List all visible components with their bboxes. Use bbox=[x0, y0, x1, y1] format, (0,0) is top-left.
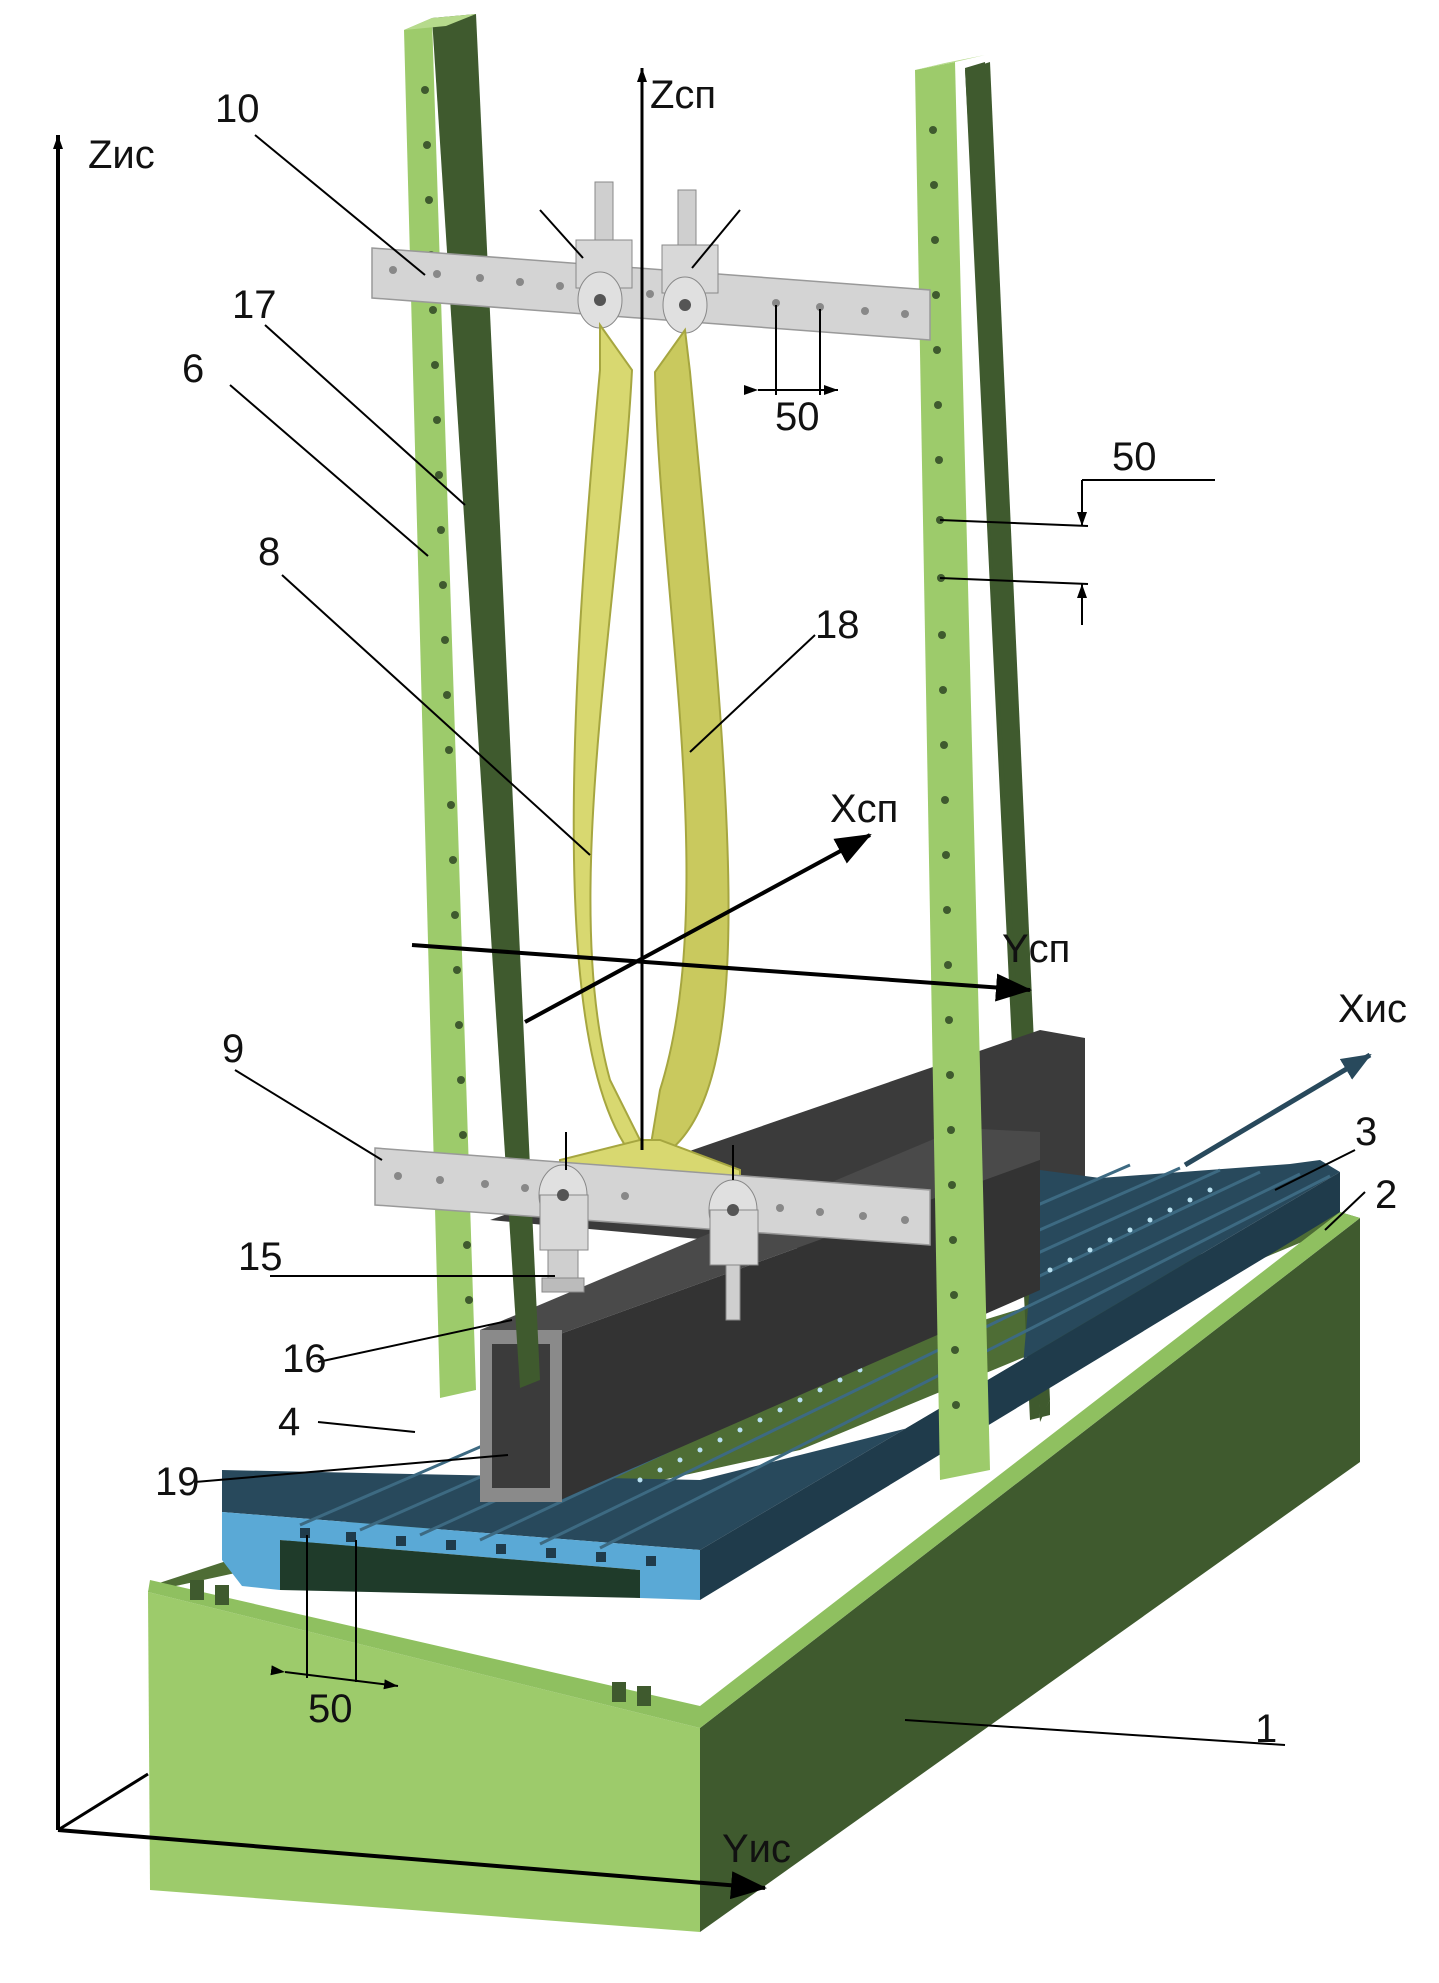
flat-spring bbox=[559, 321, 741, 1202]
base-slot bbox=[215, 1585, 229, 1605]
x-sp-axis bbox=[524, 833, 872, 1024]
spring-right-branch bbox=[648, 327, 730, 1154]
x-sp-label: Xсп bbox=[830, 787, 898, 831]
y-sp-axis bbox=[411, 943, 1032, 1002]
base-slot bbox=[190, 1580, 204, 1600]
label-17: 17 bbox=[232, 283, 277, 327]
dimension-top-bar bbox=[744, 305, 838, 395]
left-column-front bbox=[404, 18, 476, 1398]
top-crossbar bbox=[371, 247, 931, 341]
table-front bbox=[222, 1512, 700, 1600]
label-18: 18 bbox=[815, 603, 860, 647]
table-top bbox=[222, 1160, 1340, 1550]
label-8: 8 bbox=[258, 530, 280, 574]
top-crossbar-holes bbox=[389, 266, 909, 318]
left-column bbox=[404, 14, 540, 1398]
z-is-label: Zис bbox=[88, 133, 155, 177]
label-19: 19 bbox=[155, 1460, 200, 1504]
label-4: 4 bbox=[278, 1400, 300, 1444]
label-10: 10 bbox=[215, 87, 260, 131]
dimension-table bbox=[270, 1535, 399, 1690]
left-column-side bbox=[432, 14, 540, 1388]
label-16: 16 bbox=[282, 1337, 327, 1381]
spring-left-branch bbox=[572, 321, 647, 1167]
table-right-face bbox=[700, 1172, 1340, 1600]
x-is-axis bbox=[1183, 1052, 1372, 1168]
y-sp-label: Yсп bbox=[1002, 927, 1070, 971]
bottom-crossbar bbox=[374, 1147, 931, 1246]
table-underside bbox=[280, 1540, 640, 1598]
leader-lines bbox=[194, 134, 1366, 1746]
label-9: 9 bbox=[222, 1027, 244, 1071]
dimension-column bbox=[939, 479, 1215, 625]
bottom-crossbar-holes bbox=[394, 1172, 909, 1224]
y-is-label: Yис bbox=[722, 1827, 791, 1871]
x-is-label: Xис bbox=[1338, 987, 1407, 1031]
right-column-front bbox=[915, 55, 990, 1480]
sample-axes bbox=[411, 68, 1032, 1150]
top-clevis-right bbox=[661, 189, 719, 334]
z-sp-label: Zсп bbox=[650, 73, 716, 117]
label-1: 1 bbox=[1255, 1707, 1277, 1751]
label-3: 3 bbox=[1355, 1110, 1377, 1154]
y-is-axis bbox=[57, 1828, 767, 1900]
right-column-holes bbox=[929, 126, 960, 1409]
dim-table-value: 50 bbox=[308, 1687, 353, 1731]
base-right-face bbox=[700, 1218, 1360, 1932]
right-column-top bbox=[915, 55, 985, 70]
right-column-front-face bbox=[915, 62, 990, 1480]
dim-column-value: 50 bbox=[1112, 435, 1157, 479]
label-6: 6 bbox=[182, 347, 204, 391]
table-rail bbox=[539, 1172, 1301, 1546]
bottom-clevis-right bbox=[708, 1179, 759, 1321]
label-2: 2 bbox=[1375, 1173, 1397, 1217]
machine-axes bbox=[53, 135, 1372, 1900]
base-slot bbox=[637, 1686, 651, 1706]
left-column-top bbox=[404, 14, 476, 30]
base-slot bbox=[612, 1682, 626, 1702]
dim-top-bar-value: 50 bbox=[775, 395, 820, 439]
table-front-notches bbox=[300, 1528, 656, 1566]
top-clevis-left bbox=[575, 181, 633, 329]
diag-is-axis bbox=[57, 1772, 149, 1832]
bottom-clevis-left bbox=[538, 1164, 589, 1293]
bottom-crossbar-face bbox=[374, 1147, 931, 1246]
label-15: 15 bbox=[238, 1235, 283, 1279]
